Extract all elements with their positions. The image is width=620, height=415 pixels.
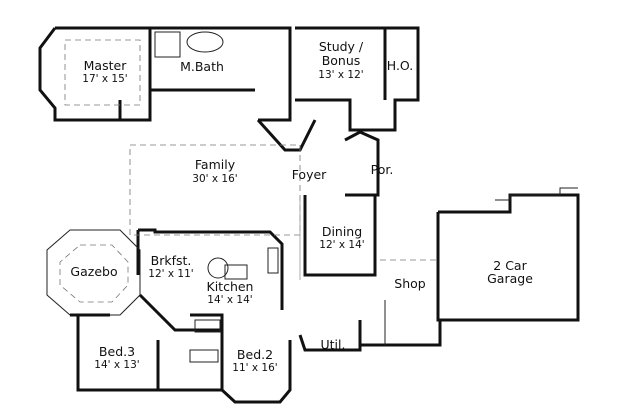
kitchen-walls — [138, 228, 284, 310]
bed2-size: 11' x 16' — [232, 362, 277, 374]
family-label: Family — [195, 157, 236, 172]
bed3-walls — [76, 315, 222, 392]
gazebo-outline — [46, 229, 141, 316]
kitchen-label: Kitchen — [207, 279, 254, 294]
brkfst-size: 12' x 11' — [148, 268, 193, 280]
mbath-walls — [150, 26, 292, 122]
sink-icon — [224, 264, 248, 280]
study-label: Study / — [319, 39, 364, 54]
hall-wall — [138, 293, 222, 332]
mbath-label: M.Bath — [180, 59, 224, 74]
gazebo-label: Gazebo — [70, 264, 117, 279]
shower-icon — [154, 31, 181, 58]
brkfst-label: Brkfst. — [151, 253, 192, 268]
util-walls — [298, 320, 362, 352]
island-icon — [207, 257, 229, 279]
bed3-label: Bed.3 — [99, 344, 135, 359]
kitchen-size: 14' x 14' — [207, 294, 252, 306]
shop-label: Shop — [394, 276, 426, 291]
family-size: 30' x 16' — [192, 173, 237, 185]
bath-tub-2-icon — [189, 349, 219, 363]
ceiling-lines — [59, 39, 438, 303]
master-bay-wall — [38, 27, 120, 122]
porch-label: Por. — [371, 162, 394, 177]
gazebo-ceiling — [59, 244, 129, 303]
room-labels: Master 17' x 15' M.Bath Study / Bonus 13… — [70, 39, 533, 374]
garage-roofline — [495, 187, 578, 201]
dining-label: Dining — [322, 224, 362, 239]
foyer-label: Foyer — [292, 167, 327, 182]
porch-walls — [344, 130, 380, 197]
range-icon — [267, 247, 279, 274]
bed2-label: Bed.2 — [237, 347, 273, 362]
fixtures — [154, 31, 386, 363]
dining-size: 12' x 14' — [319, 239, 364, 251]
walls — [38, 26, 580, 404]
bed2-walls — [190, 313, 292, 404]
garage-walls — [436, 193, 580, 322]
foyer-angled-wall — [256, 118, 317, 152]
bath-tub-icon — [194, 319, 221, 333]
master-label: Master — [84, 58, 128, 73]
bed3-size: 14' x 13' — [94, 359, 139, 371]
study-label-2: Bonus — [322, 53, 361, 68]
garage-label-2: Garage — [487, 271, 533, 286]
tub-icon — [186, 31, 224, 53]
study-size: 13' x 12' — [318, 69, 363, 81]
util-label: Util. — [321, 337, 346, 352]
shop-walls — [360, 320, 442, 347]
study-walls — [295, 26, 420, 132]
master-size: 17' x 15' — [82, 73, 127, 85]
master-walls — [55, 26, 152, 122]
dining-walls — [303, 195, 377, 277]
master-ceiling — [64, 39, 141, 106]
garage-label: 2 Car — [493, 258, 527, 273]
ho-label: H.O. — [387, 58, 413, 73]
